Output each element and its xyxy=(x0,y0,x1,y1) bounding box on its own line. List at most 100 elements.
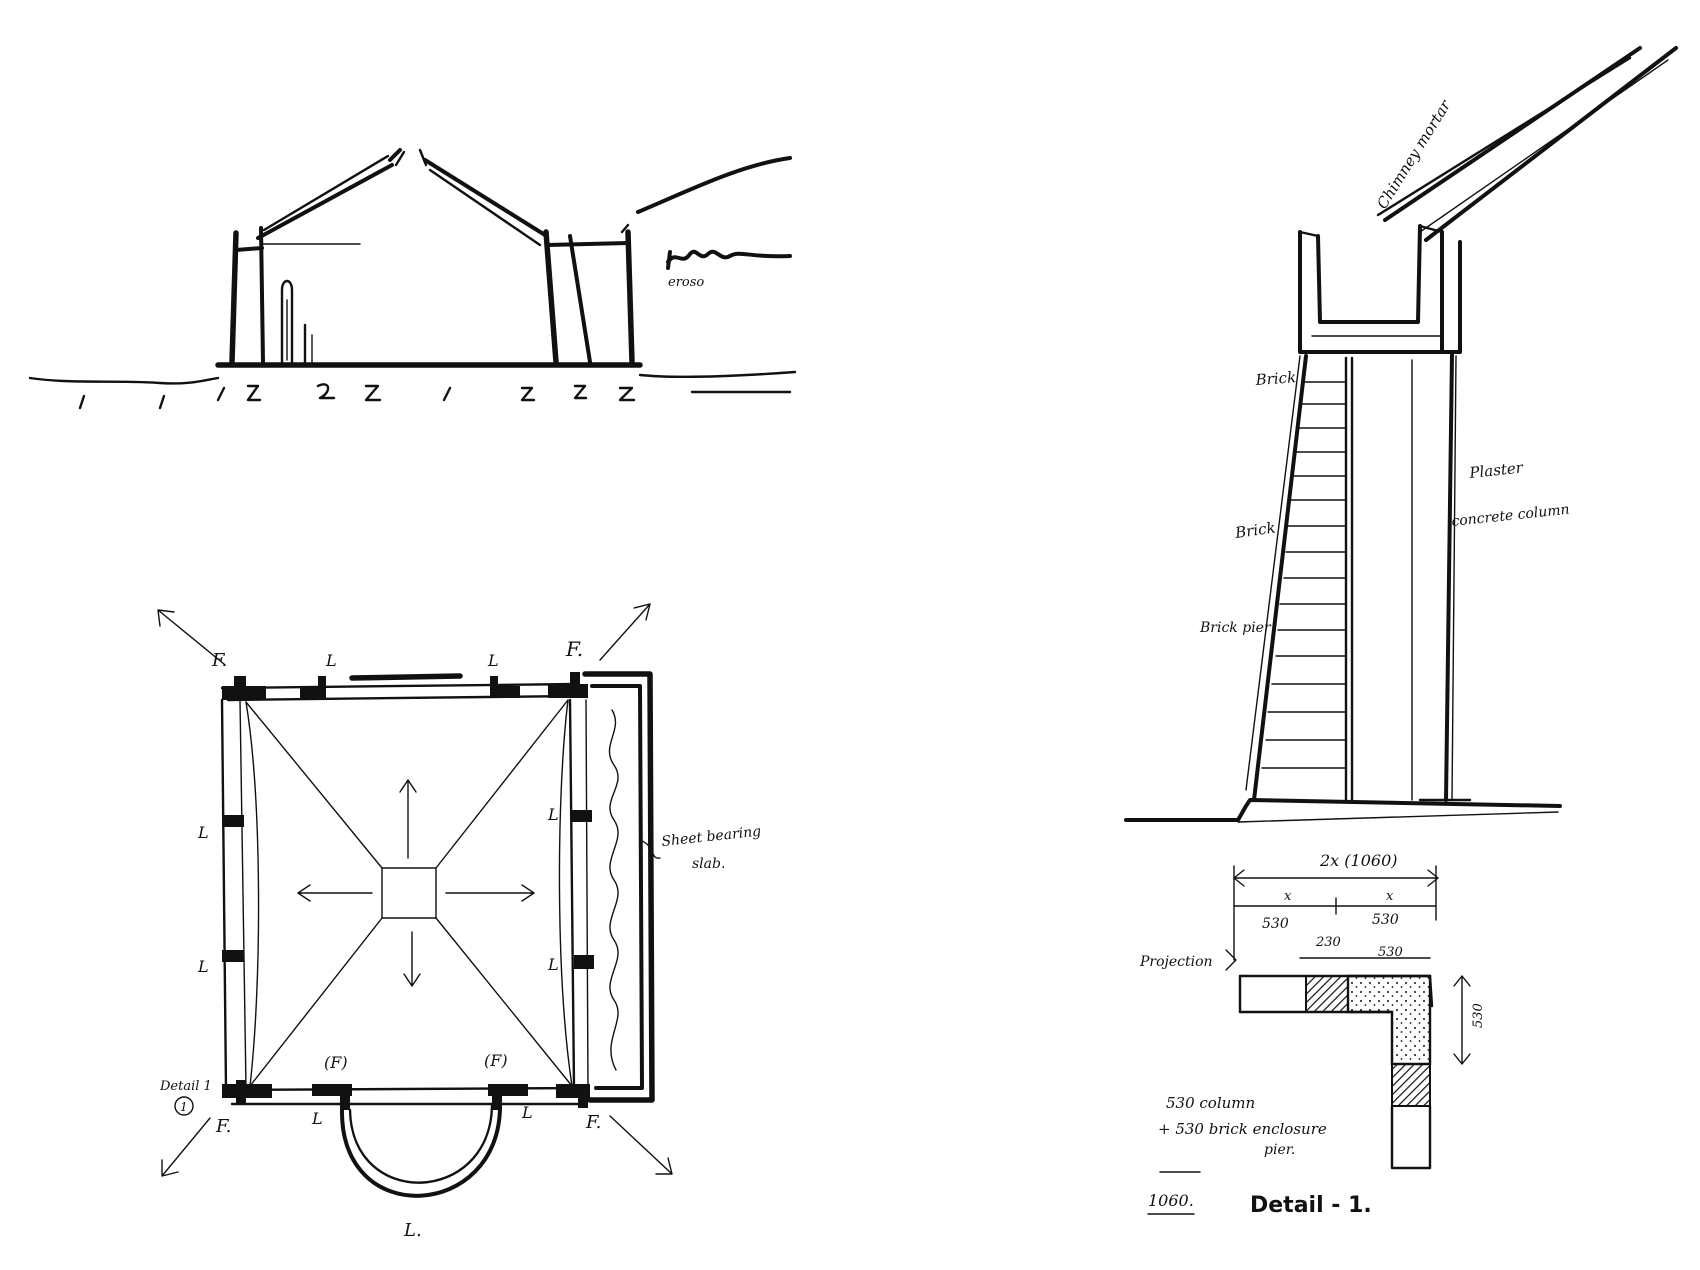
plan-right-note-2: slab. xyxy=(692,856,725,872)
corner-arrows xyxy=(157,603,673,1177)
center-tag-right: (F) xyxy=(484,1051,508,1070)
corner-tag-tl: F. xyxy=(211,650,227,671)
side-tag-1: L xyxy=(325,651,337,670)
plan-left-wall-inner xyxy=(239,699,247,1089)
plan-right-wall-inner xyxy=(585,699,589,1089)
wall-top-note: Chimney mortar xyxy=(1373,96,1455,212)
detail-title: Detail - 1. xyxy=(1250,1193,1372,1218)
chimney-inner-2 xyxy=(1419,59,1669,233)
dim-total: 2x (1060) xyxy=(1319,851,1398,870)
entry-arc-inner xyxy=(348,1104,494,1184)
veranda-wave xyxy=(608,709,619,1071)
detail-column-down xyxy=(1390,1104,1432,1170)
sum-line-2: + 530 brick enclosure xyxy=(1158,1120,1327,1138)
column-right xyxy=(1444,352,1454,802)
detail-brick-hatch xyxy=(1305,975,1349,1013)
right-wall-c xyxy=(625,229,635,365)
side-tag-3: L xyxy=(197,823,209,842)
right-roof xyxy=(423,158,547,237)
wall-left-label-3: Brick pier xyxy=(1199,620,1272,636)
roof-hip-r xyxy=(558,699,573,1087)
veranda-outer xyxy=(582,671,655,1103)
chimney-outer-2 xyxy=(1376,56,1632,217)
side-tag-2: L xyxy=(487,651,499,670)
wall-right-label-2: concrete column xyxy=(1451,502,1571,530)
plan-left-wall xyxy=(220,698,228,1092)
slope-arrows xyxy=(297,779,535,987)
dim-mid-r: 530 xyxy=(1378,945,1403,960)
right-wall-top xyxy=(546,241,630,247)
dim-half-r: 530 xyxy=(1372,912,1399,928)
corner-tag-tr: F. xyxy=(565,637,583,661)
ground-line-right xyxy=(638,370,797,379)
dim-half-symbol-r: x xyxy=(1386,889,1394,904)
left-roof xyxy=(256,163,394,240)
roof-diag-bl xyxy=(249,917,383,1087)
corner-tag-bl: F. xyxy=(215,1116,231,1137)
right-roof-2 xyxy=(428,168,542,247)
roof-diag-tl xyxy=(245,701,383,869)
side-tag-5: L xyxy=(547,805,559,824)
dimension-detail: 2x (1060) x x 530 530 230 530 Projection… xyxy=(1139,851,1486,1218)
niche xyxy=(280,279,294,364)
gutter-lip-r xyxy=(1418,224,1444,234)
right-wall-a xyxy=(543,229,559,365)
dim-total-line xyxy=(1233,869,1439,887)
wall-left-label-2: Brick xyxy=(1233,519,1277,543)
chimney-inner xyxy=(1424,46,1678,242)
sum-line-1: 530 column xyxy=(1166,1094,1255,1112)
wall-right-label-1: Plaster xyxy=(1468,458,1525,482)
gutter-lip-l xyxy=(1298,230,1320,238)
entry-arc-outer xyxy=(339,1104,502,1198)
left-wall-outer xyxy=(229,230,239,365)
pier-left-edge-2 xyxy=(1245,355,1301,791)
chimney-outer xyxy=(1383,46,1642,222)
roof-peak-left xyxy=(388,148,402,162)
side-tag-7: L xyxy=(311,1109,323,1128)
sum-line-2b: pier. xyxy=(1264,1142,1295,1158)
wall-ground xyxy=(1124,798,1562,822)
dim-projection: Projection xyxy=(1139,954,1213,970)
plan-top-wall xyxy=(220,682,580,690)
dim-projection-brace xyxy=(1225,949,1237,971)
dim-half-symbol-l: x xyxy=(1284,889,1292,904)
wall-ground-2 xyxy=(1237,811,1559,823)
wall-section: Chimney mortar Brick Brick Brick pier Pl… xyxy=(1124,46,1678,823)
plan-top-wall-inner xyxy=(226,694,577,702)
ground-line-left xyxy=(28,376,220,385)
plan-sketch: F. F. F. F. L L L L L L L L L. (F) (F) D… xyxy=(157,603,762,1241)
roof-diag-br xyxy=(435,917,573,1087)
plan-right-note-1: Sheet bearing xyxy=(661,824,762,850)
roof-peak-left-2 xyxy=(394,150,406,167)
section-note-visible: eroso xyxy=(668,275,704,290)
callout-brace xyxy=(639,839,661,859)
left-roof-2 xyxy=(262,154,390,232)
right-wall-b xyxy=(568,234,592,364)
plan-callout-number: 1 xyxy=(180,1100,188,1114)
brick-courses xyxy=(1261,381,1347,769)
left-wall-cap xyxy=(234,246,264,252)
skylight xyxy=(381,867,437,919)
plan-bottom-wall xyxy=(224,1086,587,1092)
detail-brick-hatch-2 xyxy=(1391,1063,1431,1107)
eroso-scribble xyxy=(666,249,792,270)
dim-vertical-text: 530 xyxy=(1471,1003,1486,1028)
hillside xyxy=(636,156,792,214)
side-tag-4: L xyxy=(197,957,209,976)
section-sketch: eroso xyxy=(28,148,797,410)
corner-tag-br: F. xyxy=(585,1112,601,1133)
center-tag-left: (F) xyxy=(324,1053,348,1072)
side-tag-9: L. xyxy=(403,1220,422,1241)
plan-right-wall xyxy=(568,698,576,1090)
dim-half-l: 530 xyxy=(1262,916,1289,932)
gutter-outer xyxy=(1298,230,1444,354)
ground-marks xyxy=(78,383,636,410)
left-wall-inner xyxy=(259,226,265,364)
veranda-inner xyxy=(590,684,644,1090)
slab-right xyxy=(1440,240,1462,354)
roof-diag-tr xyxy=(435,699,569,869)
detail-concrete xyxy=(1346,974,1432,1066)
plan-callout-circle xyxy=(174,1096,194,1116)
sum-total: 1060. xyxy=(1148,1191,1194,1210)
